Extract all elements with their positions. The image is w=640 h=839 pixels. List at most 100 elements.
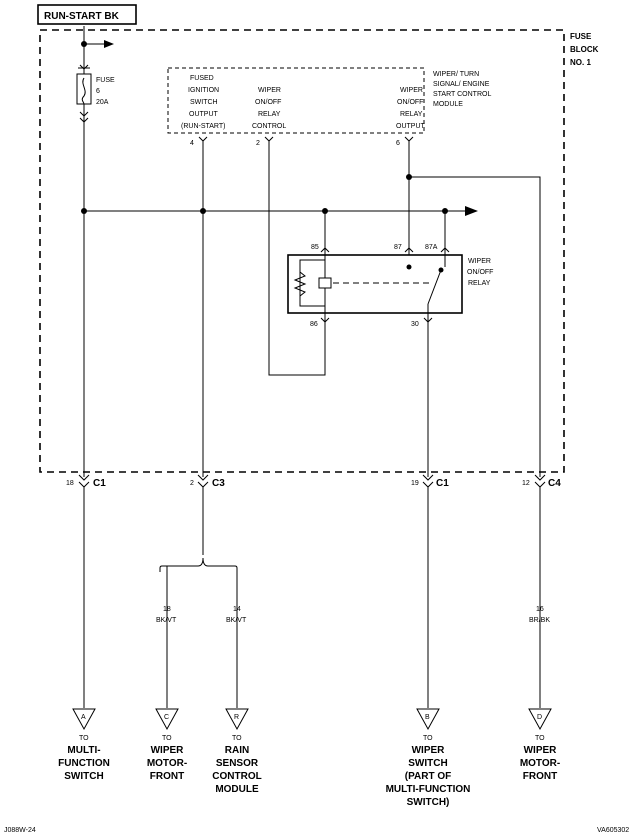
svg-text:WIPER: WIPER — [151, 745, 185, 756]
svg-text:OUTPUT: OUTPUT — [189, 111, 219, 118]
destination-d-wiper-motor-front: D TO WIPER MOTOR- FRONT — [520, 708, 560, 782]
wire-label-18-bkvt: 18 BK/VT — [156, 606, 177, 624]
module-pin-2: 2 — [256, 136, 274, 147]
svg-text:2: 2 — [190, 480, 194, 487]
connector-c3-pin-2: 2 C3 — [190, 474, 225, 489]
svg-text:R: R — [234, 714, 239, 721]
svg-text:MOTOR-: MOTOR- — [147, 758, 187, 769]
svg-text:WIPER/ TURN: WIPER/ TURN — [433, 71, 479, 78]
svg-text:SENSOR: SENSOR — [216, 758, 259, 769]
wiper-on-off-relay: 85 87 87A 86 30 WIPER ON/OFF RELAY — [287, 211, 493, 328]
svg-text:SWITCH: SWITCH — [190, 99, 218, 106]
svg-text:MOTOR-: MOTOR- — [520, 758, 560, 769]
wire-branch-bracket — [159, 557, 238, 572]
connector-c1-pin-19: 19 C1 — [411, 474, 449, 489]
destination-b-wiper-switch: B TO WIPER SWITCH (PART OF MULTI-FUNCTIO… — [386, 708, 471, 808]
svg-text:OUTPUT: OUTPUT — [396, 123, 426, 130]
svg-text:4: 4 — [190, 140, 194, 147]
relay-pin-86: 86 — [310, 321, 318, 328]
svg-text:RAIN: RAIN — [225, 745, 249, 756]
svg-text:6: 6 — [396, 140, 400, 147]
svg-text:WIPER: WIPER — [468, 258, 491, 265]
svg-text:D: D — [537, 714, 542, 721]
destination-r-rain-sensor-module: R TO RAIN SENSOR CONTROL MODULE — [212, 708, 262, 795]
svg-text:BK/VT: BK/VT — [156, 617, 177, 624]
svg-text:C3: C3 — [212, 478, 225, 489]
svg-text:12: 12 — [522, 480, 530, 487]
fuse-6: FUSE 6 20A — [76, 64, 115, 123]
svg-text:18: 18 — [66, 480, 74, 487]
svg-text:WIPER: WIPER — [412, 745, 446, 756]
footer-right-code: VA605302 — [597, 827, 629, 834]
svg-text:C1: C1 — [436, 478, 449, 489]
svg-text:FRONT: FRONT — [150, 771, 184, 782]
svg-text:SWITCH: SWITCH — [408, 758, 447, 769]
connector-c4-pin-12: 12 C4 — [522, 474, 561, 489]
svg-text:C: C — [164, 714, 169, 721]
svg-text:TO: TO — [162, 735, 172, 742]
svg-text:19: 19 — [411, 480, 419, 487]
wire-label-14-bkvt: 14 BK/VT — [226, 606, 247, 624]
svg-text:BK/VT: BK/VT — [226, 617, 247, 624]
svg-text:14: 14 — [233, 606, 241, 613]
feed-arrow — [104, 40, 114, 48]
svg-text:MODULE: MODULE — [433, 101, 463, 108]
module-pin-4: 4 — [190, 136, 208, 147]
svg-text:RELAY: RELAY — [258, 111, 281, 118]
module-output-fused-ignition: FUSED IGNITION SWITCH OUTPUT (RUN-START) — [181, 75, 225, 130]
circuit-label: RUN-START BK — [44, 11, 120, 22]
relay-pin-87: 87 — [394, 244, 402, 251]
relay-pin-85: 85 — [311, 244, 319, 251]
svg-text:(RUN-START): (RUN-START) — [181, 123, 225, 130]
fuse-block-outline — [39, 29, 565, 473]
svg-text:WIPER: WIPER — [400, 87, 423, 94]
wire-label-16-brbk: 16 BR/BK — [529, 606, 550, 624]
svg-text:FRONT: FRONT — [523, 771, 557, 782]
control-module-outline — [167, 67, 425, 134]
svg-text:A: A — [81, 714, 86, 721]
module-pin-6: 6 — [396, 136, 414, 147]
svg-text:MULTI-FUNCTION: MULTI-FUNCTION — [386, 784, 471, 795]
svg-text:FUSED: FUSED — [190, 75, 214, 82]
svg-text:TO: TO — [232, 735, 242, 742]
bus-splice-1 — [81, 208, 87, 214]
svg-text:(PART OF: (PART OF — [405, 771, 451, 782]
svg-text:SWITCH: SWITCH — [64, 771, 103, 782]
svg-text:FUSE: FUSE — [570, 32, 592, 41]
svg-text:START CONTROL: START CONTROL — [433, 91, 491, 98]
module-output-relay-output: WIPER ON/OFF RELAY OUTPUT — [396, 87, 426, 130]
svg-text:ON/OFF: ON/OFF — [467, 269, 493, 276]
svg-text:CONTROL: CONTROL — [212, 771, 261, 782]
connector-c1-pin-18: 18 C1 — [66, 474, 106, 489]
svg-text:RELAY: RELAY — [400, 111, 423, 118]
svg-text:RELAY: RELAY — [468, 280, 491, 287]
svg-text:SIGNAL/ ENGINE: SIGNAL/ ENGINE — [433, 81, 490, 88]
circuit-header: RUN-START BK — [37, 4, 137, 25]
svg-text:MULTI-: MULTI- — [67, 745, 100, 756]
svg-text:16: 16 — [536, 606, 544, 613]
svg-text:ON/OFF: ON/OFF — [397, 99, 423, 106]
svg-text:WIPER: WIPER — [258, 87, 281, 94]
destination-a-multi-function-switch: A TO MULTI- FUNCTION SWITCH — [58, 708, 110, 782]
svg-text:TO: TO — [535, 735, 545, 742]
fuse-label: FUSE — [96, 77, 115, 84]
fuse-number: 6 — [96, 88, 100, 95]
svg-text:C1: C1 — [93, 478, 106, 489]
svg-text:SWITCH): SWITCH) — [407, 797, 450, 808]
footer-left-code: J088W-24 — [4, 827, 36, 834]
svg-text:CONTROL: CONTROL — [252, 123, 286, 130]
svg-text:BR/BK: BR/BK — [529, 617, 550, 624]
control-module-title: WIPER/ TURN SIGNAL/ ENGINE START CONTROL… — [433, 71, 491, 108]
svg-text:NO. 1: NO. 1 — [570, 58, 591, 67]
svg-text:BLOCK: BLOCK — [570, 45, 599, 54]
svg-text:C4: C4 — [548, 478, 561, 489]
svg-text:WIPER: WIPER — [524, 745, 558, 756]
relay-pin-30: 30 — [411, 321, 419, 328]
fuse-block-title: FUSE BLOCK NO. 1 — [570, 32, 599, 67]
destination-c-wiper-motor-front: C TO WIPER MOTOR- FRONT — [147, 708, 187, 782]
module-output-relay-control: WIPER ON/OFF RELAY CONTROL — [252, 87, 286, 130]
svg-text:FUNCTION: FUNCTION — [58, 758, 110, 769]
svg-text:18: 18 — [163, 606, 171, 613]
svg-text:2: 2 — [256, 140, 260, 147]
